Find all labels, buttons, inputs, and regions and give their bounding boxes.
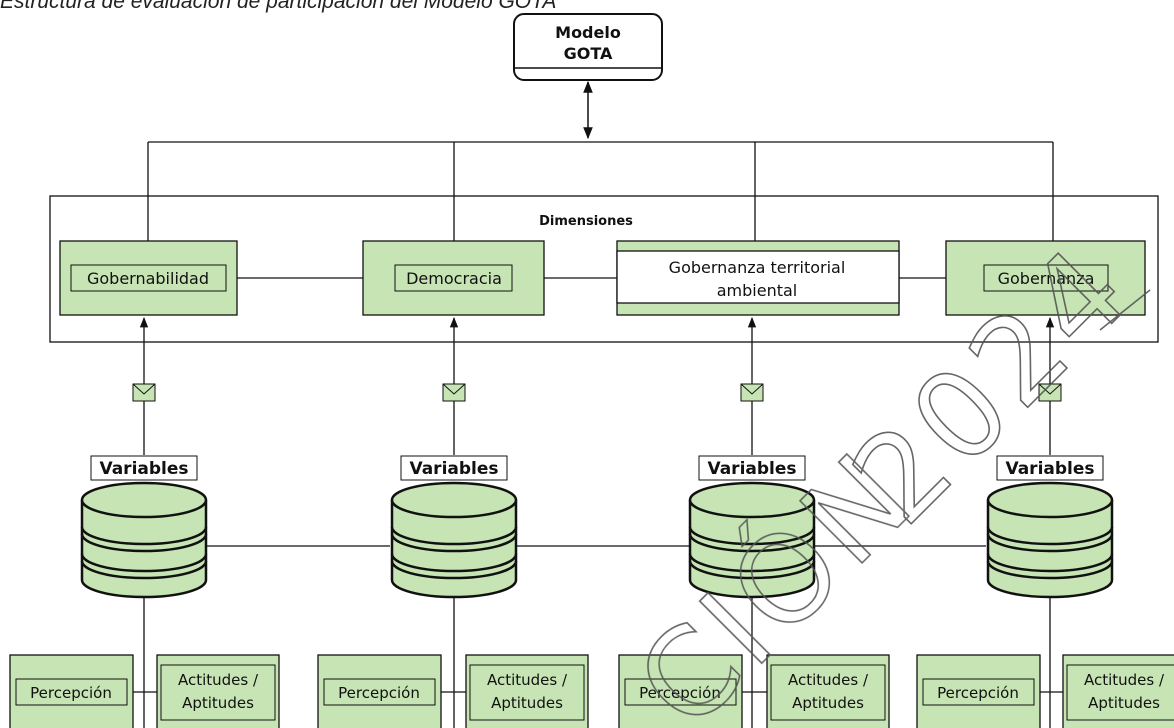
variables-label: Variables: [99, 459, 188, 479]
perception-node: Percepción: [9, 654, 134, 728]
dimension-gobernabilidad: Gobernabilidad: [59, 240, 238, 316]
envelope-icon: [1038, 383, 1062, 402]
perception-node: Percepción: [916, 654, 1041, 728]
envelope-icon: [442, 383, 466, 402]
dimension-gobernanza: Gobernanza: [945, 240, 1146, 316]
variables-label: Variables: [1005, 459, 1094, 479]
attitudes-label-line2: Aptitudes: [491, 694, 563, 712]
perception-label: Percepción: [338, 684, 420, 702]
dimension-gobernanza-territorial-ambiental: Gobernanza territorial ambiental: [616, 240, 900, 316]
attitudes-label-line2: Aptitudes: [792, 694, 864, 712]
attitudes-label-line1: Actitudes /: [178, 671, 259, 689]
dimensions-title: Dimensiones: [539, 214, 633, 229]
dimension-label: Democracia: [406, 269, 502, 288]
dimension-label: Gobernabilidad: [87, 269, 209, 288]
perception-node: Percepción: [317, 654, 442, 728]
attitudes-label-line2: Aptitudes: [182, 694, 254, 712]
attitudes-label-line2: Aptitudes: [1088, 694, 1160, 712]
dimensions-container: [49, 195, 1159, 343]
database-icon: [986, 481, 1114, 599]
model-label-line1: Modelo: [555, 23, 621, 42]
attitudes-label-line1: Actitudes /: [788, 671, 869, 689]
perception-label: Percepción: [30, 684, 112, 702]
attitudes-node: Actitudes / Aptitudes: [1062, 654, 1174, 728]
attitudes-node: Actitudes / Aptitudes: [766, 654, 890, 728]
model-label-line2: GOTA: [564, 44, 613, 63]
perception-label: Percepción: [639, 684, 721, 702]
dimension-democracia: Democracia: [362, 240, 545, 316]
attitudes-label-line1: Actitudes /: [487, 671, 568, 689]
database-icon: [390, 481, 518, 599]
dimension-label: Gobernanza: [998, 269, 1095, 288]
envelope-icon: [740, 383, 764, 402]
database-icon: [688, 481, 816, 599]
variables-label: Variables: [707, 459, 796, 479]
perception-node: Percepción: [618, 654, 743, 728]
attitudes-node: Actitudes / Aptitudes: [156, 654, 280, 728]
dimension-label: Gobernanza territorial: [669, 258, 846, 277]
model-node: Modelo GOTA: [513, 13, 663, 81]
variables-label: Variables: [409, 459, 498, 479]
attitudes-label-line1: Actitudes /: [1084, 671, 1165, 689]
envelope-icon: [132, 383, 156, 402]
attitudes-node: Actitudes / Aptitudes: [465, 654, 589, 728]
dimension-label-line2: ambiental: [717, 281, 798, 300]
database-icon: [80, 481, 208, 599]
top-connector: [147, 141, 1054, 242]
diagram-caption: Estructura de evaluación de participació…: [0, 0, 557, 13]
perception-label: Percepción: [937, 684, 1019, 702]
